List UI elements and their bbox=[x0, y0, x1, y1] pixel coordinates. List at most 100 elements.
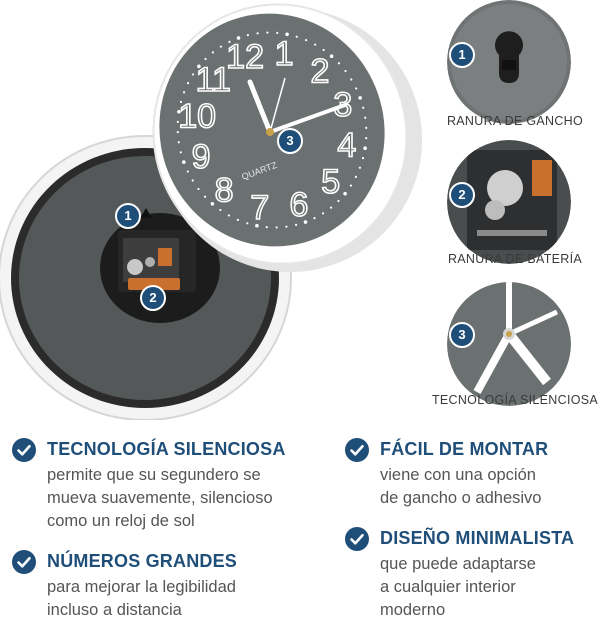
caption-hook-slot: RANURA DE GANCHO bbox=[446, 114, 584, 128]
clock-tick bbox=[329, 54, 334, 58]
badge-hook-slot: 1 bbox=[115, 203, 141, 229]
clock-tick bbox=[321, 212, 325, 215]
clock-tick bbox=[177, 109, 181, 114]
silent-tech-image bbox=[447, 282, 571, 406]
feature-description: que puede adaptarse a cualquier interior… bbox=[380, 555, 536, 619]
clock-tick bbox=[203, 195, 207, 198]
clock-tick bbox=[343, 191, 347, 196]
clock-tick bbox=[364, 116, 367, 119]
clock-tick bbox=[349, 184, 353, 187]
clock-tick bbox=[204, 57, 207, 61]
clock-tick bbox=[294, 223, 298, 226]
feature-title: FÁCIL DE MONTAR bbox=[380, 439, 549, 459]
clock-tick bbox=[285, 225, 288, 228]
clock-tick bbox=[197, 64, 201, 69]
clock-ticks bbox=[176, 31, 368, 229]
clock-tick bbox=[179, 151, 182, 154]
feature-title: DISEÑO MINIMALISTA bbox=[380, 528, 575, 548]
check-circle-icon bbox=[12, 550, 36, 574]
clock-numeral: 2 bbox=[310, 53, 329, 91]
clock-tick bbox=[179, 100, 183, 103]
clock-tick bbox=[275, 226, 278, 229]
clock-numeral: 4 bbox=[337, 127, 356, 165]
clock-tick bbox=[295, 35, 298, 38]
clock-tick bbox=[285, 32, 289, 37]
clock-tick bbox=[358, 96, 362, 100]
feature-easy-mount: FÁCIL DE MONTAR viene con una opción de … bbox=[345, 438, 595, 518]
detail-silent-tech bbox=[447, 282, 571, 406]
detail-hook-slot bbox=[447, 0, 571, 124]
clock-numeral: 7 bbox=[250, 189, 269, 227]
clock-tick bbox=[197, 187, 200, 191]
clock-tick bbox=[228, 40, 231, 43]
clock-tick bbox=[191, 179, 194, 182]
clock-tick bbox=[246, 34, 250, 37]
clock-tick bbox=[191, 73, 195, 76]
clock-tick bbox=[363, 146, 367, 151]
clock-numeral: 1 bbox=[275, 35, 294, 73]
clock-tick bbox=[256, 32, 259, 35]
feature-silent-tech: TECNOLOGÍA SILENCIOSA permite que su seg… bbox=[12, 438, 302, 533]
clock-tick bbox=[227, 214, 230, 217]
badge-battery-detail: 2 bbox=[449, 182, 475, 208]
feature-title: TECNOLOGÍA SILENCIOSA bbox=[47, 439, 286, 459]
clock-tick bbox=[187, 81, 190, 85]
clock-numeral: 6 bbox=[289, 186, 308, 224]
clock-tick bbox=[266, 31, 269, 34]
clock-tick bbox=[176, 130, 179, 134]
clock-tick bbox=[236, 218, 239, 221]
clock-tick bbox=[322, 48, 325, 52]
clock-tick bbox=[337, 62, 341, 65]
clock-tick bbox=[176, 120, 179, 123]
badge-silent-movement: 3 bbox=[277, 128, 303, 154]
check-circle-icon bbox=[12, 438, 36, 462]
clock-tick bbox=[219, 208, 222, 212]
clock-tick bbox=[330, 206, 333, 209]
clock-tick bbox=[362, 106, 365, 109]
clock-tick bbox=[365, 126, 368, 130]
clock-tick bbox=[365, 137, 368, 140]
detail-battery-slot bbox=[447, 140, 571, 264]
clock-tick bbox=[303, 220, 308, 224]
clock-tick bbox=[182, 91, 186, 94]
clock-tick bbox=[246, 222, 249, 225]
clock-tick bbox=[361, 157, 365, 160]
clock-tick bbox=[337, 199, 340, 203]
badge-silent-detail: 3 bbox=[449, 322, 475, 348]
feature-minimal-design: DISEÑO MINIMALISTA que puede adaptarse a… bbox=[345, 527, 595, 619]
check-circle-icon bbox=[345, 527, 369, 551]
clock-tick bbox=[355, 87, 358, 90]
battery-slot-image bbox=[447, 140, 571, 264]
feature-title: NÚMEROS GRANDES bbox=[47, 551, 238, 571]
check-circle-icon bbox=[345, 438, 369, 462]
clock-tick bbox=[305, 39, 308, 42]
clock-numeral: 5 bbox=[321, 163, 340, 201]
clock-tick bbox=[255, 223, 259, 228]
clock-numeral: 10 bbox=[178, 97, 216, 135]
badge-battery-slot: 2 bbox=[140, 285, 166, 311]
caption-battery-slot: RANURA DE BATERÍA bbox=[447, 252, 583, 266]
clock-tick bbox=[219, 45, 223, 48]
clock-tick bbox=[177, 141, 180, 144]
clock-tick bbox=[276, 31, 279, 34]
clock-tick bbox=[182, 160, 186, 164]
clock-tick bbox=[265, 226, 268, 229]
clock-tick bbox=[344, 69, 347, 73]
clock-numeral: 12 bbox=[226, 38, 264, 76]
badge-hook-detail: 1 bbox=[449, 42, 475, 68]
hook-slot-image bbox=[447, 0, 571, 124]
clock-tick bbox=[314, 43, 317, 46]
clock-tick bbox=[354, 175, 357, 179]
clock-numeral: 11 bbox=[196, 61, 231, 99]
clock-tick bbox=[211, 51, 214, 54]
feature-large-numbers: NÚMEROS GRANDES para mejorar la legibili… bbox=[12, 550, 302, 619]
clock-tick bbox=[210, 202, 215, 206]
clock-numeral: 8 bbox=[215, 171, 234, 209]
clock-tick bbox=[186, 170, 189, 173]
clock-tick bbox=[358, 166, 362, 169]
feature-description: para mejorar la legibilidad incluso a di… bbox=[47, 578, 236, 619]
clock-numeral: 9 bbox=[192, 138, 211, 176]
clock-tick bbox=[236, 36, 241, 40]
caption-silent-tech: TECNOLOGÍA SILENCIOSA bbox=[431, 393, 599, 407]
clock-tick bbox=[350, 78, 353, 81]
